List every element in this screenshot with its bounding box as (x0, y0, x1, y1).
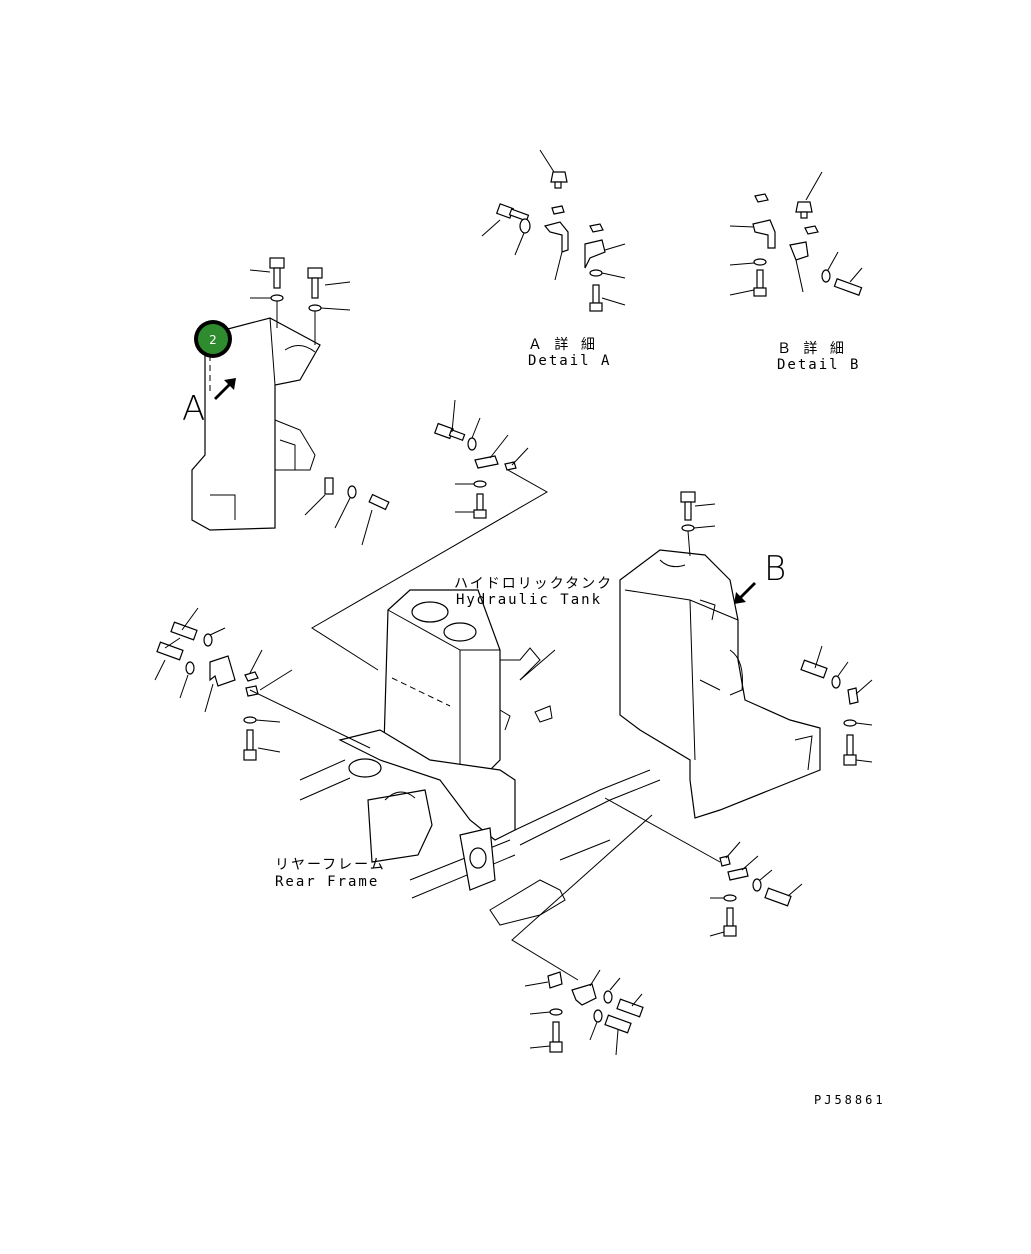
callout-number: 2 (209, 333, 217, 347)
detail-b-label-en: Detail B (777, 357, 860, 373)
detail-a-label-en: Detail A (528, 353, 611, 369)
hydraulic-tank (383, 589, 556, 791)
view-a-arrow-icon (214, 378, 236, 400)
hydraulic-tank-label-jp: ハイドロリックタンク (454, 576, 613, 592)
bolt-group-lower-right (604, 797, 803, 937)
rear-frame-label-jp: リヤーフレーム (275, 857, 386, 873)
bolt-group-bottom (511, 814, 653, 1056)
view-b-arrow-icon (734, 582, 756, 604)
rear-frame-label-en: Rear Frame (275, 874, 379, 890)
bolt-group-left-lower (304, 477, 390, 546)
bolt-group-left-frame (154, 607, 371, 761)
bolt-group-top-right (680, 491, 716, 557)
callout-marker[interactable]: 2 (194, 320, 232, 358)
view-b-letter: B (764, 549, 786, 589)
right-cover-assembly (619, 549, 821, 819)
detail-a-parts (481, 149, 626, 312)
hydraulic-tank-label-en: Hydraulic Tank (456, 592, 602, 608)
drawing-code: PJ58861 (814, 1093, 886, 1107)
detail-b-parts (729, 171, 863, 297)
left-cover-assembly (191, 317, 321, 531)
view-a-letter: A (182, 389, 205, 429)
bolt-group-right-side (800, 645, 873, 766)
bolt-group-top-left (249, 257, 351, 345)
detail-b-label-jp: Ｂ 詳 細 (777, 341, 846, 357)
detail-a-label-jp: Ａ 詳 細 (528, 337, 597, 353)
rear-frame (299, 729, 661, 926)
bolt-group-mid (311, 399, 549, 671)
